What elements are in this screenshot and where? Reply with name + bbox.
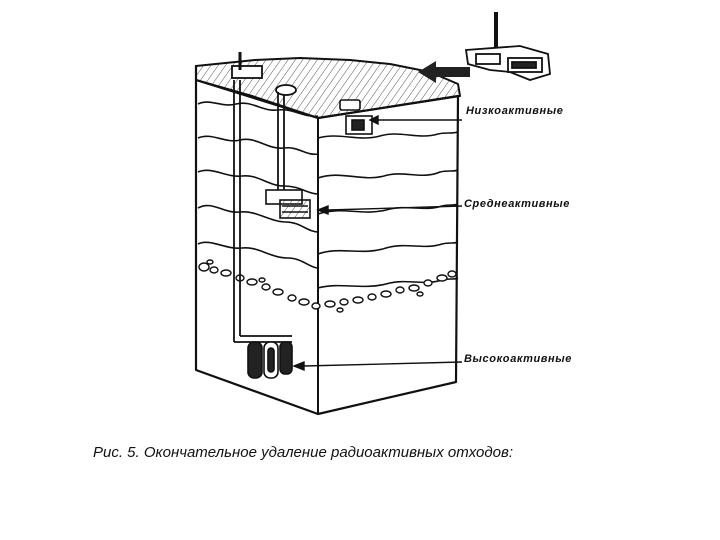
medium-level-repository	[265, 189, 311, 219]
transfer-arrow	[418, 61, 470, 83]
low-level-repository	[339, 99, 373, 135]
strata-lines	[197, 101, 459, 289]
block-outline	[194, 64, 460, 416]
shafts	[231, 52, 297, 343]
transport-device	[464, 12, 551, 81]
earth-block	[194, 57, 461, 416]
label-high-level: Высокоактивные	[464, 353, 572, 365]
label-medium-level: Среднеактивные	[464, 198, 570, 210]
high-level-canisters	[247, 341, 293, 379]
gravel-layer	[198, 259, 457, 313]
figure-caption: Рис. 5. Окончательное удаление радиоакти…	[93, 444, 513, 461]
leader-lines	[292, 114, 463, 372]
label-low-level: Низкоактивные	[466, 105, 564, 117]
